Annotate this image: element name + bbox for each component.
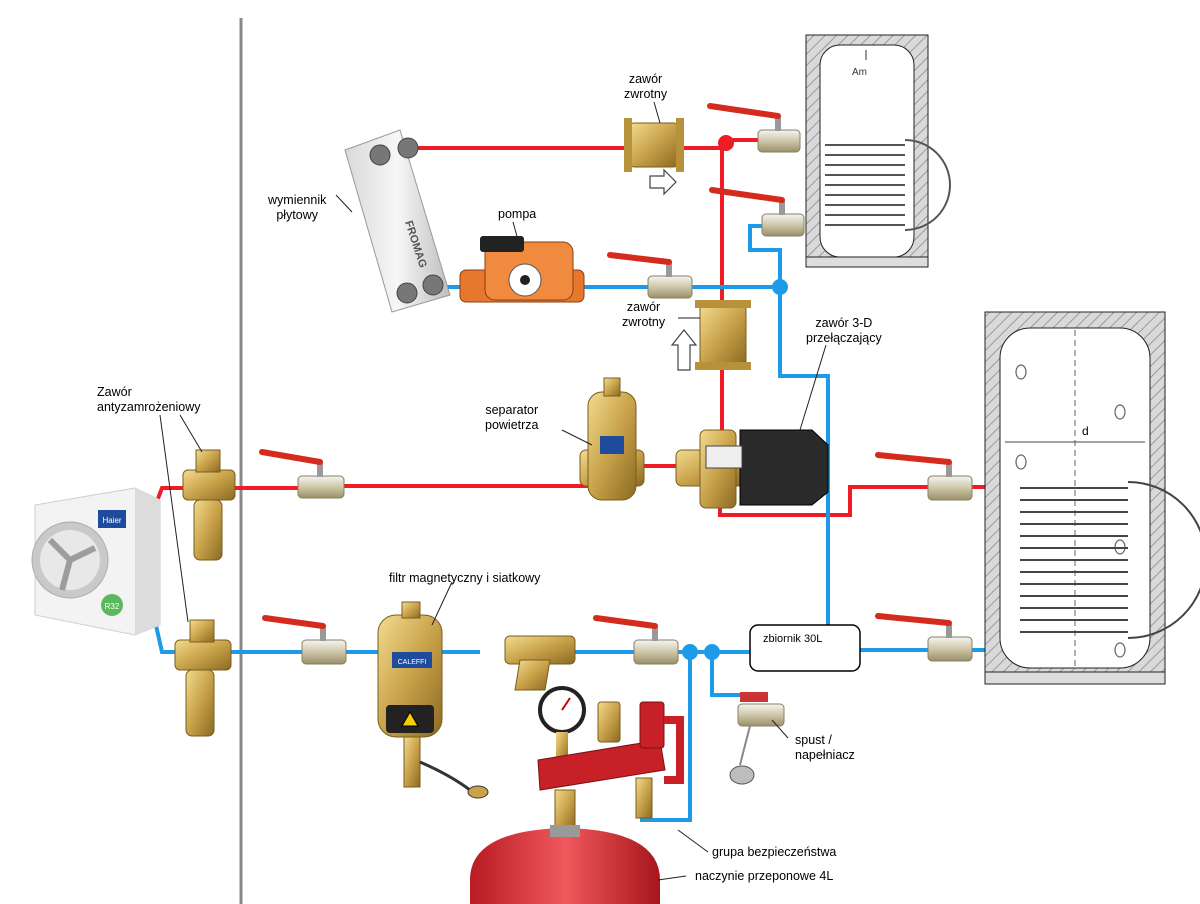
ball-valve-2 — [262, 615, 347, 665]
dhw-tank-small: Am — [805, 34, 951, 268]
check-valve-mid — [695, 300, 751, 370]
heat-pump-brand-text: Haier — [102, 516, 121, 525]
expansion-vessel — [470, 825, 660, 904]
label-plate-exchanger: wymiennik płytowy — [268, 193, 327, 222]
tank-marking-text: Am — [852, 67, 867, 78]
air-separator — [579, 377, 645, 501]
filter-brand-text: CALEFFI — [398, 659, 427, 666]
label-air-separator: separator powietrza — [485, 403, 539, 432]
label-three-way-valve: zawór 3-D przełączający — [806, 316, 882, 345]
magnetic-filter: CALEFFI — [377, 601, 489, 799]
y-strainer — [504, 635, 576, 691]
label-check-valve-mid: zawór zwrotny — [622, 300, 666, 329]
circulation-pump — [459, 236, 585, 303]
label-drain-fill: spust / napełniacz — [795, 733, 855, 762]
antifreeze-valve-top — [182, 449, 236, 561]
flow-arrow-up — [670, 329, 698, 371]
leader-lines — [159, 101, 827, 881]
label-magnetic-filter: filtr magnetyczny i siatkowy — [389, 571, 541, 585]
label-antifreeze-valve: Zawór antyzamrożeniowy — [97, 385, 201, 414]
pipe-junctions — [682, 135, 788, 660]
check-valve-top — [624, 118, 684, 172]
ball-valve-1 — [259, 449, 345, 499]
buffer-tank-box — [749, 624, 861, 672]
ball-valve-8 — [875, 613, 973, 662]
ball-valve-7 — [875, 452, 973, 501]
safety-group — [537, 686, 684, 831]
label-buffer-tank: zbiornik 30L — [763, 633, 823, 645]
label-safety-group: grupa bezpieczeństwa — [712, 845, 837, 859]
plate-heat-exchanger: FROMAG — [344, 129, 451, 313]
three-way-valve — [675, 429, 829, 509]
flow-arrow-right — [649, 168, 677, 196]
dhw-tank-large: d — [984, 311, 1200, 685]
refrigerant-text: R32 — [105, 602, 120, 611]
haier-logo — [98, 510, 126, 528]
tank-dimension-text: d — [1082, 424, 1089, 438]
label-expansion-vessel: naczynie przeponowe 4L — [695, 869, 834, 883]
ball-valve-5 — [707, 103, 801, 153]
ball-valve-3 — [593, 615, 679, 665]
ball-valve-6 — [709, 187, 805, 237]
antifreeze-valve-bottom — [174, 619, 232, 737]
label-pump: pompa — [498, 207, 537, 221]
heat-pump-outdoor-unit: Haier R32 — [31, 487, 161, 636]
ball-valve-4 — [607, 252, 693, 299]
drain-fill-valve — [729, 692, 785, 785]
r32-badge — [101, 594, 123, 616]
label-check-valve-top: zawór zwrotny — [624, 72, 668, 101]
